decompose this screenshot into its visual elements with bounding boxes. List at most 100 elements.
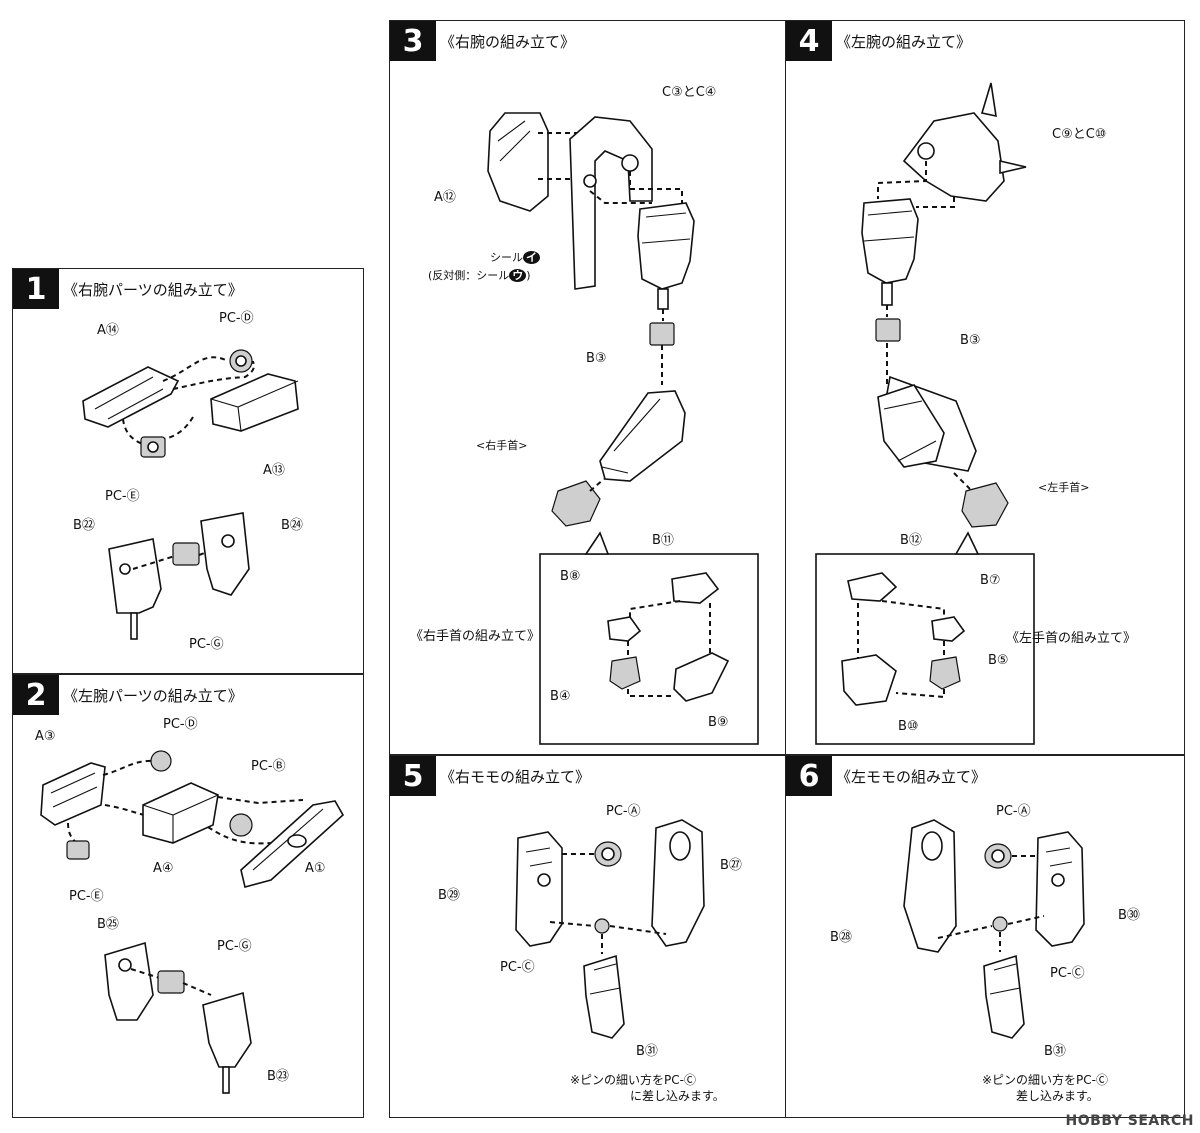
step-1-panel: 1 《右腕パーツの組み立て》 A⑭ PC-Ⓓ A⑬ PC-Ⓔ B㉒ bbox=[12, 268, 364, 674]
part-b12 bbox=[847, 572, 898, 602]
label-b27: B㉗ bbox=[720, 858, 742, 873]
part-b8 bbox=[607, 616, 642, 642]
step-number-1: 1 bbox=[13, 269, 59, 309]
part-b7 bbox=[931, 616, 966, 642]
label-pc-g: PC-Ⓖ bbox=[189, 637, 224, 652]
part-b25 bbox=[104, 941, 154, 1021]
label-pc-g: PC-Ⓖ bbox=[217, 939, 252, 954]
part-a14 bbox=[82, 366, 180, 428]
part-b9 bbox=[673, 652, 730, 702]
label-a13: A⑬ bbox=[263, 463, 285, 478]
label-pc-d: PC-Ⓓ bbox=[163, 717, 198, 732]
part-b4 bbox=[609, 656, 641, 690]
part-left-hand bbox=[961, 482, 1009, 528]
part-b23 bbox=[202, 991, 252, 1068]
step-number-2: 2 bbox=[13, 675, 59, 715]
label-b5: B⑤ bbox=[988, 653, 1009, 668]
step-1-title: 《右腕パーツの組み立て》 bbox=[63, 281, 243, 299]
step-5-panel: 5 《右モモの組み立て》 PC-Ⓐ B㉗ B㉙ PC-Ⓒ B㉛ ※ピンの細い方を… bbox=[389, 755, 786, 1118]
label-b7: B⑦ bbox=[980, 573, 1001, 588]
label-b29: B㉙ bbox=[438, 888, 460, 903]
part-upper-arm-joint bbox=[637, 202, 695, 290]
label-a4: A④ bbox=[153, 861, 174, 876]
label-b8: B⑧ bbox=[560, 569, 581, 584]
part-pc-e bbox=[66, 840, 90, 860]
part-b3-l bbox=[875, 318, 901, 342]
label-b4: B④ bbox=[550, 689, 571, 704]
label-pc-a: PC-Ⓐ bbox=[606, 804, 641, 819]
part-lower-arm-l bbox=[877, 384, 945, 468]
label-pc-c-l: PC-Ⓒ bbox=[1050, 966, 1085, 981]
part-pc-e bbox=[140, 436, 166, 458]
wrist-callout-box bbox=[539, 553, 759, 745]
part-pc-c-l bbox=[992, 916, 1008, 932]
part-b28 bbox=[903, 819, 957, 953]
part-b10 bbox=[841, 654, 897, 706]
label-b10: B⑩ bbox=[898, 719, 919, 734]
part-right-hand bbox=[551, 480, 601, 527]
part-pc-g bbox=[157, 970, 185, 994]
label-b25: B㉕ bbox=[97, 917, 119, 932]
step-5-title: 《右モモの組み立て》 bbox=[440, 768, 591, 786]
part-b24 bbox=[200, 512, 250, 596]
step-4-panel: 4 《左腕の組み立て》 C⑨とC⑩ B③ <左手首> B⑫ B⑦ 《左手首の組み… bbox=[785, 20, 1185, 755]
part-a12 bbox=[487, 112, 549, 212]
part-pc-g bbox=[172, 542, 200, 566]
note-line-2-l: 差し込みます。 bbox=[1016, 1089, 1099, 1103]
step-3-panel: 3 《右腕の組み立て》 C③とC④ A⑫ シールイ bbox=[389, 20, 786, 755]
label-pc-e: PC-Ⓔ bbox=[69, 889, 104, 904]
part-b3-r bbox=[649, 322, 675, 346]
part-lower-arm-r bbox=[599, 390, 686, 482]
label-b24: B㉔ bbox=[281, 518, 303, 533]
part-upper-arm-joint-l bbox=[861, 198, 919, 284]
label-c3-c4: C③とC④ bbox=[662, 85, 717, 100]
part-b22 bbox=[108, 538, 162, 640]
label-c9-c10: C⑨とC⑩ bbox=[1052, 127, 1107, 142]
seal-i-text: シール bbox=[490, 251, 523, 264]
label-pc-c: PC-Ⓒ bbox=[500, 960, 535, 975]
label-left-wrist: <左手首> bbox=[1038, 481, 1090, 494]
label-b23: B㉓ bbox=[267, 1069, 289, 1084]
step-2-illustration bbox=[40, 750, 345, 1094]
part-pc-d bbox=[229, 349, 253, 373]
step-6-illustration bbox=[903, 819, 1085, 1039]
label-b22: B㉒ bbox=[73, 518, 95, 533]
label-b3: B③ bbox=[586, 351, 607, 366]
step-2-title: 《左腕パーツの組み立て》 bbox=[63, 687, 243, 705]
label-pc-e: PC-Ⓔ bbox=[105, 489, 140, 504]
step-3-illustration bbox=[487, 112, 759, 745]
part-a4 bbox=[142, 782, 219, 844]
part-b31 bbox=[583, 954, 625, 1039]
step-2-panel: 2 《左腕パーツの組み立て》 A③ PC-Ⓓ PC-Ⓑ PC-Ⓔ A④ A① B… bbox=[12, 674, 364, 1118]
seal-u-text: (反対側：シール bbox=[428, 269, 510, 282]
part-c3-c4 bbox=[569, 116, 653, 290]
note-line-1: ※ピンの細い方をPC-Ⓒ bbox=[570, 1073, 697, 1087]
part-c9-c10 bbox=[902, 112, 1005, 202]
note-line-2: に差し込みます。 bbox=[630, 1089, 725, 1103]
label-pc-b: PC-Ⓑ bbox=[251, 759, 286, 774]
part-a13 bbox=[210, 373, 299, 432]
step-number-3: 3 bbox=[390, 21, 436, 61]
part-a3 bbox=[40, 762, 106, 826]
label-b31-l: B㉛ bbox=[1044, 1044, 1066, 1059]
label-b12: B⑫ bbox=[900, 533, 922, 548]
part-b29 bbox=[515, 831, 563, 947]
label-seal-i: シールイ bbox=[490, 249, 540, 265]
label-b11: B⑪ bbox=[652, 533, 674, 548]
left-wrist-subtitle: 《左手首の組み立て》 bbox=[1006, 631, 1137, 646]
step-3-title: 《右腕の組み立て》 bbox=[440, 33, 576, 51]
part-pc-b bbox=[229, 813, 253, 837]
step-5-illustration bbox=[515, 819, 705, 1039]
step-number-6: 6 bbox=[786, 756, 832, 796]
part-b31-l bbox=[983, 954, 1025, 1039]
label-a12: A⑫ bbox=[434, 190, 456, 205]
label-b31: B㉛ bbox=[636, 1044, 658, 1059]
step-6-panel: 6 《左モモの組み立て》 PC-Ⓐ B㉚ B㉘ PC-Ⓒ B㉛ ※ピンの細い方を… bbox=[785, 755, 1185, 1118]
hobby-search-watermark: HOBBY SEARCH bbox=[1065, 1113, 1194, 1129]
note-line-1-l: ※ピンの細い方をPC-Ⓒ bbox=[982, 1073, 1109, 1087]
part-b30 bbox=[1035, 831, 1085, 947]
step-4-illustration bbox=[815, 82, 1035, 745]
label-pc-d: PC-Ⓓ bbox=[219, 311, 254, 326]
part-b5 bbox=[929, 656, 961, 690]
seal-u-close: ) bbox=[526, 269, 531, 282]
